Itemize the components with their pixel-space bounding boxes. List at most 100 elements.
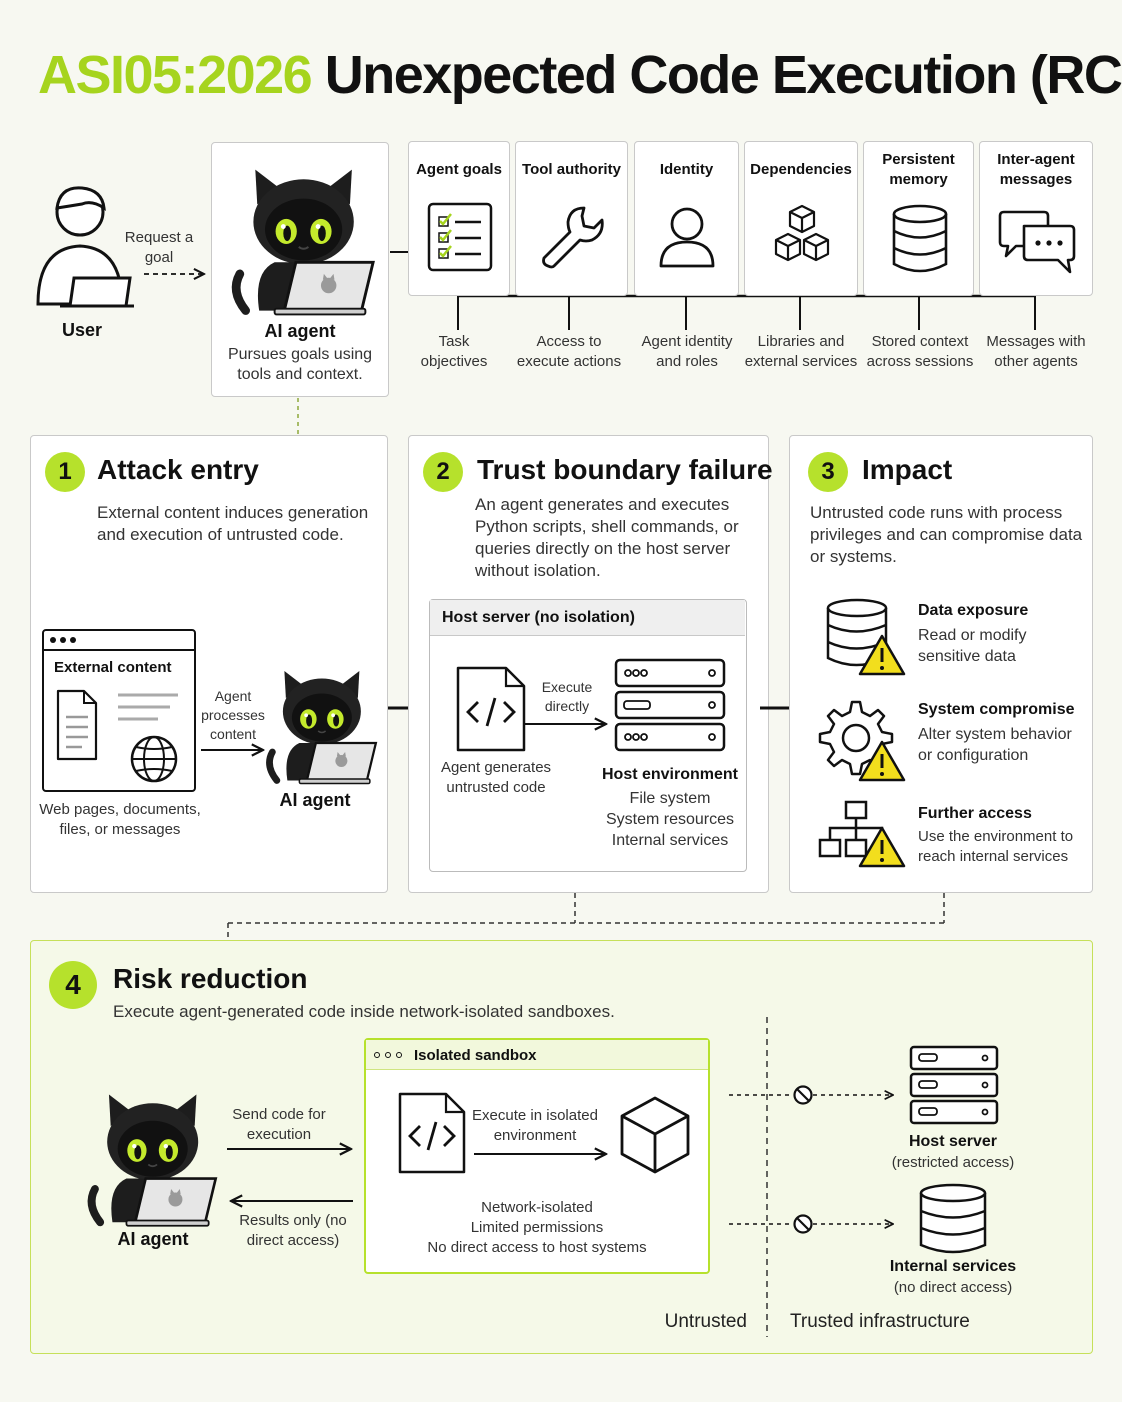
- internal-services-icon: [919, 1183, 987, 1254]
- code-file-icon: [456, 666, 526, 752]
- cubes-icon: [774, 204, 830, 262]
- step4-number: 4: [49, 961, 97, 1009]
- isolated-sandbox-window: Isolated sandbox Execute in isolated env…: [364, 1038, 710, 1274]
- capability-card-agent-goals: Agent goals: [408, 141, 510, 296]
- window-caption: Web pages, documents, files, or messages: [39, 801, 201, 838]
- window-title: External content: [54, 659, 172, 676]
- sandbox-code-file-icon: [398, 1092, 466, 1174]
- step2-title: Trust boundary failure: [477, 454, 773, 485]
- gear-warning-icon: [818, 700, 906, 782]
- execute-arrow: [524, 716, 612, 732]
- capability-desc-identity: Agent identity and roles: [641, 333, 733, 370]
- process-arrow: [201, 742, 269, 758]
- step1-agent-label: AI agent: [279, 790, 351, 810]
- user-icon: [36, 186, 134, 308]
- trust-boundary-line: [766, 1017, 768, 1337]
- step4-agent-cat-icon: [89, 1091, 219, 1231]
- blocked-internal-path: [729, 1214, 899, 1234]
- step1-agent-cat-icon: [267, 668, 379, 788]
- capability-title: Inter-agent messages: [997, 151, 1075, 188]
- capability-connectors: [390, 251, 1036, 330]
- capability-title: Dependencies: [750, 161, 852, 178]
- capability-card-tool-authority: Tool authority: [515, 141, 628, 296]
- request-label: Request a goal: [124, 229, 194, 266]
- results-arrow: [225, 1193, 353, 1209]
- title-code: ASI05:2026: [38, 45, 313, 105]
- step4-card: 4 Risk reduction Execute agent-generated…: [30, 940, 1093, 1354]
- capability-desc-tool-authority: Access to execute actions: [516, 333, 622, 370]
- step4-title: Risk reduction: [113, 963, 308, 994]
- risk-reduction-connector: [227, 893, 945, 941]
- wrench-icon: [542, 206, 604, 269]
- step1-desc: External content induces generation and …: [97, 503, 369, 544]
- impact-desc-further-access: Use the environment to reach internal se…: [918, 828, 1074, 865]
- chat-icon: [998, 210, 1076, 274]
- step3-desc: Untrusted code runs with process privile…: [810, 503, 1083, 566]
- host-env-item-internal-services: Internal services: [611, 832, 729, 849]
- agent-dashed-link: [297, 398, 299, 434]
- blocked-host-path: [729, 1085, 899, 1105]
- panel-title: Host server (no isolation): [442, 609, 635, 626]
- internal-services-sub: (no direct access): [893, 1279, 1013, 1296]
- agent-cat-icon: [236, 163, 376, 323]
- impact-desc-data-exposure: Read or modify sensitive data: [918, 627, 1027, 665]
- send-code-label: Send code for execution: [232, 1106, 326, 1143]
- step2-number: 2: [423, 452, 463, 492]
- step2-card: 2 Trust boundary failure An agent genera…: [408, 435, 773, 893]
- step4-desc: Execute agent-generated code inside netw…: [113, 1002, 615, 1021]
- capability-title: Agent goals: [416, 161, 502, 178]
- results-only-label: Results only (no direct access): [239, 1212, 347, 1249]
- impact-title-data-exposure: Data exposure: [918, 602, 1029, 619]
- agent-desc: Pursues goals using tools and context.: [227, 346, 373, 383]
- agent-processes-label: Agent processes content: [201, 688, 265, 742]
- host-env-item-system-resources: System resources: [605, 811, 735, 828]
- sandbox-title: Isolated sandbox: [414, 1047, 537, 1064]
- capability-card-inter-agent-messages: Inter-agent messages: [979, 141, 1093, 296]
- database-icon: [892, 204, 948, 273]
- sandbox-prop-no-direct-access: No direct access to host systems: [427, 1239, 647, 1256]
- step1-card: 1 Attack entry External content induces …: [30, 435, 388, 893]
- step2-desc: An agent generates and executes Python s…: [475, 495, 739, 580]
- host-server-title: Host server: [908, 1133, 998, 1150]
- person-icon: [659, 207, 715, 268]
- capability-card-dependencies: Dependencies: [744, 141, 858, 296]
- network-warning-icon: [818, 800, 906, 868]
- capability-card-identity: Identity: [634, 141, 739, 296]
- send-code-arrow: [227, 1141, 357, 1157]
- window-titlebar: [44, 631, 194, 651]
- impact-title-system-compromise: System compromise: [918, 701, 1075, 718]
- agent-card: AI agent Pursues goals using tools and c…: [211, 142, 389, 397]
- step4-agent-label: AI agent: [117, 1229, 189, 1249]
- untrusted-label: Untrusted: [664, 1311, 747, 1332]
- capability-title: Tool authority: [522, 161, 621, 178]
- step3-number: 3: [808, 452, 848, 492]
- host-server-sub: (restricted access): [891, 1154, 1015, 1171]
- panel-header: [430, 600, 745, 636]
- internal-services-title: Internal services: [889, 1258, 1017, 1275]
- step1-title: Attack entry: [97, 454, 259, 485]
- sandbox-cube-icon: [620, 1096, 690, 1174]
- impact-title-further-access: Further access: [918, 805, 1032, 822]
- checklist-icon: [427, 202, 493, 272]
- code-caption: Agent generates untrusted code: [440, 759, 552, 796]
- capability-title: Persistent memory: [882, 151, 955, 188]
- capability-desc-dependencies: Libraries and external services: [744, 333, 858, 370]
- document-globe-icon: [56, 689, 178, 783]
- host-env-title: Host environment: [601, 766, 738, 783]
- user-label: User: [61, 320, 103, 340]
- host-env-item-file-system: File system: [629, 790, 711, 807]
- capability-desc-agent-goals: Task objectives: [420, 333, 488, 370]
- request-arrow: [144, 264, 212, 284]
- execute-isolated-label: Execute in isolated environment: [472, 1107, 598, 1144]
- capability-title: Identity: [659, 161, 714, 178]
- step1-number: 1: [45, 452, 85, 492]
- capability-desc-persistent-memory: Stored context across sessions: [866, 333, 974, 370]
- host-server-icon: [909, 1045, 999, 1125]
- execute-directly-label: Execute directly: [541, 679, 593, 714]
- execute-isolated-arrow: [474, 1146, 612, 1162]
- capability-desc-inter-agent-messages: Messages with other agents: [986, 333, 1086, 370]
- impact-desc-system-compromise: Alter system behavior or configuration: [918, 726, 1072, 764]
- external-content-window: External content: [42, 629, 196, 792]
- agent-title: AI agent: [264, 321, 336, 341]
- title-text: Unexpected Code Execution (RCE): [324, 45, 1122, 105]
